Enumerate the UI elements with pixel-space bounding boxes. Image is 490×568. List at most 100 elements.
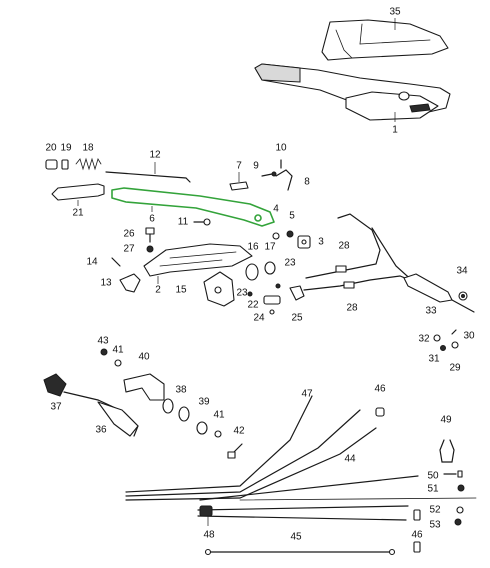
part-9-bolt[interactable] [261, 171, 277, 177]
callouts: 35 1 20 19 18 12 10 7 9 8 21 6 11 4 5 3 … [45, 7, 475, 543]
part-37-knob[interactable] [43, 373, 67, 397]
callout-31: 31 [428, 354, 440, 365]
part-38-bushings[interactable] [162, 398, 190, 422]
callout-9: 9 [253, 161, 259, 172]
part-33-equalizer[interactable] [403, 273, 475, 313]
part-51-nut[interactable] [457, 484, 465, 492]
callout-46a: 46 [374, 384, 386, 395]
part-49-clamp[interactable] [439, 439, 455, 463]
part-39-washer[interactable] [196, 421, 208, 435]
callout-5: 5 [289, 211, 295, 222]
callout-28a: 28 [338, 241, 350, 252]
callout-41a: 41 [112, 345, 124, 356]
callout-14: 14 [86, 257, 98, 268]
part-44-cable[interactable] [199, 475, 419, 501]
callout-35: 35 [389, 7, 401, 18]
callout-22: 22 [247, 300, 259, 311]
part-29-nut[interactable] [451, 341, 459, 349]
part-43-nut[interactable] [100, 348, 108, 356]
callout-40: 40 [138, 352, 150, 363]
part-5-nut[interactable] [286, 230, 294, 238]
part-42-bolt[interactable] [227, 443, 243, 459]
part-6-lever[interactable] [111, 187, 275, 227]
part-25-yoke[interactable] [289, 285, 305, 301]
part-52-washer[interactable] [456, 506, 464, 514]
callout-29: 29 [449, 363, 461, 374]
part-46-fitting-upper[interactable] [375, 407, 385, 417]
part-19-ring[interactable] [61, 159, 69, 170]
part-47-cables[interactable] [125, 395, 377, 501]
callout-42: 42 [233, 426, 245, 437]
part-15-sector[interactable] [203, 271, 235, 307]
part-40-bracket[interactable] [123, 373, 165, 401]
callout-16: 16 [247, 242, 259, 253]
part-34-nut[interactable] [458, 291, 468, 301]
callout-52: 52 [429, 505, 441, 516]
part-36-lever[interactable] [63, 391, 139, 437]
callout-24: 24 [253, 313, 265, 324]
callout-10: 10 [275, 143, 287, 154]
callout-49: 49 [440, 415, 452, 426]
callout-43: 43 [97, 336, 109, 347]
callout-44: 44 [344, 454, 356, 465]
part-2-bracket[interactable] [143, 243, 253, 284]
callout-8: 8 [304, 177, 310, 188]
callout-4: 4 [273, 204, 279, 215]
part-18-spring[interactable] [75, 157, 102, 171]
callout-34: 34 [456, 266, 468, 277]
part-cable-lower[interactable] [197, 497, 477, 521]
part-35-boot[interactable] [321, 18, 449, 61]
callout-26: 26 [123, 229, 135, 240]
callout-23a: 23 [284, 258, 296, 269]
callout-23b: 23 [236, 288, 248, 299]
callout-18: 18 [82, 143, 94, 154]
part-23-pin[interactable] [247, 283, 281, 297]
part-41-washer-upper[interactable] [114, 359, 122, 367]
part-22-clevis[interactable] [263, 295, 281, 305]
part-50-bolt[interactable] [443, 470, 463, 478]
callout-30: 30 [463, 331, 475, 342]
part-30-pin[interactable] [451, 329, 457, 335]
callout-46b: 46 [411, 530, 423, 541]
part-20-grip-end[interactable] [45, 159, 58, 170]
callout-47: 47 [301, 389, 313, 400]
callout-27: 27 [123, 244, 135, 255]
part-3-plate[interactable] [297, 235, 311, 249]
part-11-screw[interactable] [193, 218, 211, 226]
part-13-pawl[interactable] [119, 273, 141, 293]
part-1-lever-assembly[interactable] [254, 63, 451, 122]
part-12-rod[interactable] [105, 162, 191, 183]
part-45-rod[interactable] [204, 548, 396, 556]
callout-48: 48 [203, 530, 215, 541]
callout-21: 21 [72, 208, 84, 219]
callout-7: 7 [236, 161, 242, 172]
callout-36: 36 [95, 425, 107, 436]
part-7-bracket[interactable] [229, 172, 249, 191]
callout-19: 19 [60, 143, 72, 154]
part-17-bushing[interactable] [264, 261, 276, 275]
part-27-nut[interactable] [146, 245, 154, 253]
part-24-clip[interactable] [269, 309, 275, 315]
part-14-pin[interactable] [111, 257, 121, 267]
part-4-washer[interactable] [272, 232, 280, 240]
part-41-washer-lower[interactable] [214, 430, 222, 438]
callout-25: 25 [291, 313, 303, 324]
part-26-bolt[interactable] [145, 227, 155, 243]
part-48-clamp[interactable] [199, 505, 213, 526]
part-31-nut[interactable] [440, 345, 446, 351]
part-32-washer[interactable] [433, 334, 441, 342]
part-21-grip[interactable] [51, 183, 105, 206]
callout-20: 20 [45, 143, 57, 154]
part-8-clip[interactable] [275, 169, 293, 191]
callout-50: 50 [427, 471, 439, 482]
callout-32: 32 [418, 334, 430, 345]
callout-6: 6 [149, 214, 155, 225]
part-53-nut[interactable] [454, 518, 462, 526]
callout-3: 3 [318, 237, 324, 248]
part-46-fitting-lower[interactable] [413, 509, 421, 553]
callout-33: 33 [425, 306, 437, 317]
callout-41b: 41 [213, 410, 225, 421]
callout-13: 13 [100, 278, 112, 289]
part-16-spacer[interactable] [245, 263, 259, 281]
